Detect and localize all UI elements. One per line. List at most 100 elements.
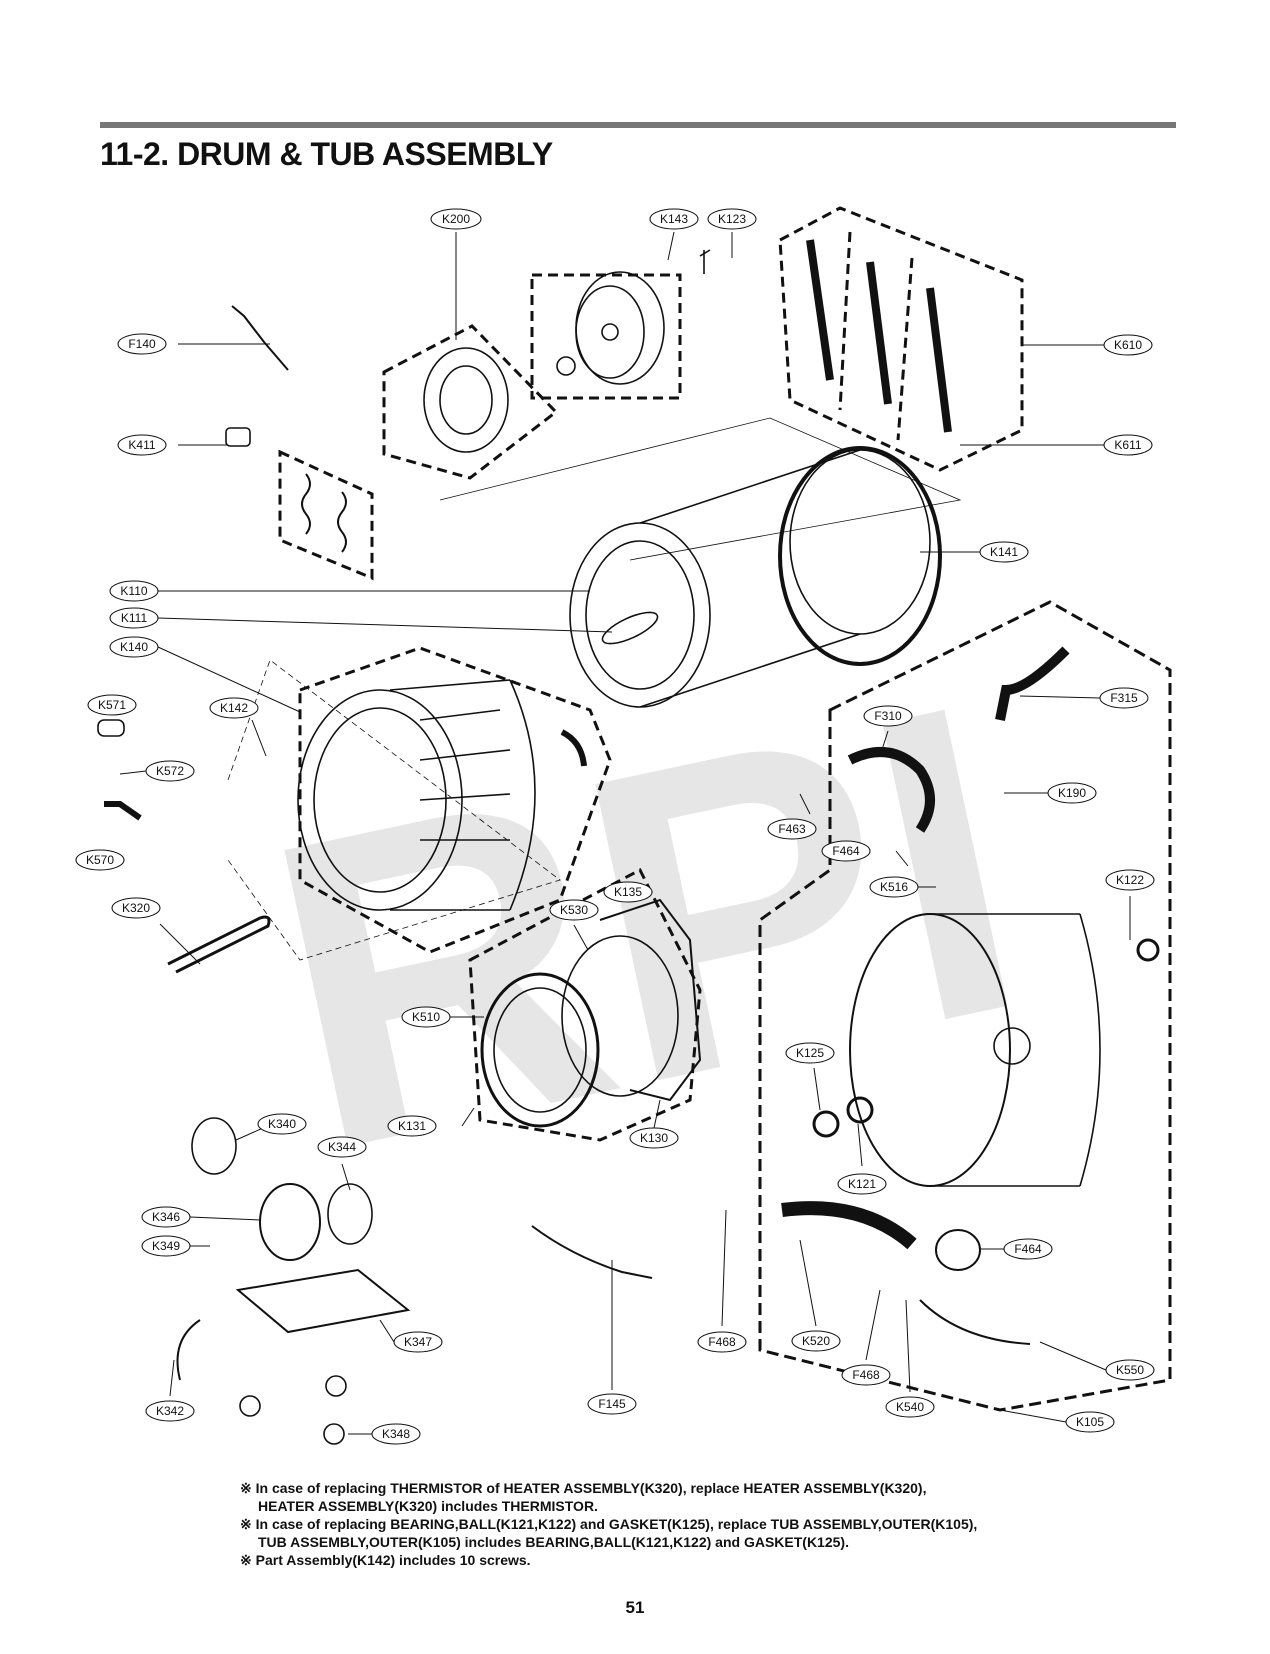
callout: F468 bbox=[697, 1331, 747, 1353]
callout: K131 bbox=[387, 1115, 437, 1137]
callout: K130 bbox=[629, 1127, 679, 1149]
callout-label: K125 bbox=[796, 1046, 824, 1060]
callout-labels: K200 K143 K123 F140 K610 K411 K611 K141 … bbox=[75, 208, 1155, 1445]
callout-label: K122 bbox=[1116, 873, 1144, 887]
callout-label: K572 bbox=[156, 764, 184, 778]
note-line: HEATER ASSEMBLY(K320) includes THERMISTO… bbox=[258, 1498, 598, 1514]
callout: K611 bbox=[1103, 434, 1153, 456]
k570-part bbox=[104, 801, 142, 821]
callout-label: K320 bbox=[122, 901, 150, 915]
callout-label: F463 bbox=[778, 822, 806, 836]
hose-f315 bbox=[995, 646, 1070, 721]
callout: F310 bbox=[863, 705, 913, 727]
callout-label: K135 bbox=[614, 885, 642, 899]
pump-base-k347 bbox=[235, 1268, 411, 1334]
callout-label: K611 bbox=[1114, 438, 1141, 452]
bracket-k135 bbox=[599, 898, 702, 1102]
tub-outer-k105 bbox=[849, 913, 1101, 1187]
callout-label: K411 bbox=[128, 438, 155, 452]
callout: K572 bbox=[145, 760, 195, 782]
callout-label: K143 bbox=[660, 212, 688, 226]
foot-k348 bbox=[239, 1395, 261, 1417]
callout-label: K110 bbox=[120, 584, 147, 598]
pump-housing-k346 bbox=[259, 1183, 321, 1261]
title-rule bbox=[100, 122, 1176, 128]
callout-label: F145 bbox=[598, 1397, 626, 1411]
pump-k340 bbox=[191, 1117, 237, 1175]
callout: K530 bbox=[549, 899, 599, 921]
callout: K540 bbox=[885, 1396, 935, 1418]
spring-group-outline bbox=[278, 449, 374, 581]
callout-label: K200 bbox=[442, 212, 470, 226]
callout: K125 bbox=[785, 1042, 835, 1064]
callout-label: F468 bbox=[708, 1335, 736, 1349]
spring bbox=[337, 491, 347, 553]
callout-label: K348 bbox=[382, 1427, 410, 1441]
note-line: ※ Part Assembly(K142) includes 10 screws… bbox=[240, 1552, 531, 1568]
tub-front-k140 bbox=[297, 679, 536, 911]
callout: K122 bbox=[1105, 869, 1155, 891]
callout-label: K610 bbox=[1114, 338, 1142, 352]
callout-label: F140 bbox=[128, 337, 156, 351]
callout: K571 bbox=[87, 694, 137, 716]
callout: K141 bbox=[979, 541, 1029, 563]
callout: K570 bbox=[75, 849, 125, 871]
callout-label: F468 bbox=[852, 1368, 880, 1382]
callout-label: K571 bbox=[98, 698, 126, 712]
page-number: 51 bbox=[625, 1598, 645, 1617]
callout: K346 bbox=[141, 1206, 191, 1228]
wire-k342 bbox=[176, 1319, 201, 1381]
k610-group-outline bbox=[778, 206, 1024, 472]
callout-label: K346 bbox=[152, 1210, 180, 1224]
callout-label: K520 bbox=[802, 1334, 830, 1348]
callout-label: K140 bbox=[120, 640, 148, 654]
callout-label: K570 bbox=[86, 853, 114, 867]
callout-label: K550 bbox=[1116, 1363, 1144, 1377]
callout: K610 bbox=[1103, 334, 1153, 356]
callout: F315 bbox=[1099, 687, 1149, 709]
callout-label: F464 bbox=[832, 844, 860, 858]
callout: F464 bbox=[1003, 1238, 1053, 1260]
callout: K320 bbox=[111, 897, 161, 919]
collar-k510 bbox=[480, 972, 600, 1128]
note-line: ※ In case of replacing THERMISTOR of HEA… bbox=[240, 1480, 927, 1496]
callout: K140 bbox=[109, 636, 159, 658]
f140-harness bbox=[231, 305, 289, 371]
callout: F464 bbox=[821, 840, 871, 862]
callout-label: K111 bbox=[121, 611, 148, 625]
callout-label: K510 bbox=[412, 1010, 440, 1024]
gasket-k141 bbox=[778, 446, 942, 666]
k571-part bbox=[97, 719, 125, 737]
callout: K516 bbox=[869, 876, 919, 898]
callout-label: K141 bbox=[990, 545, 1018, 559]
callout-label: K349 bbox=[152, 1239, 180, 1253]
callout-label: K123 bbox=[718, 212, 746, 226]
ring-k530 bbox=[561, 935, 679, 1097]
callout: K550 bbox=[1105, 1359, 1155, 1381]
callout: K348 bbox=[371, 1423, 421, 1445]
damper-k610 bbox=[806, 239, 952, 433]
k411-clip bbox=[225, 427, 251, 447]
callout: K340 bbox=[257, 1113, 307, 1135]
pump-outlet-k344 bbox=[327, 1183, 373, 1245]
notes: ※ In case of replacing THERMISTOR of HEA… bbox=[240, 1479, 977, 1569]
callout: K347 bbox=[393, 1331, 443, 1353]
clamp-f464 bbox=[935, 1229, 981, 1271]
callout: K110 bbox=[109, 580, 159, 602]
hose-f310 bbox=[847, 747, 935, 833]
callout: K344 bbox=[317, 1136, 367, 1158]
bearing-k121 bbox=[846, 1096, 874, 1124]
sensor-k550 bbox=[919, 1299, 1031, 1345]
lifter-k111 bbox=[601, 611, 659, 645]
callout: K135 bbox=[603, 881, 653, 903]
callout-label: K530 bbox=[560, 903, 588, 917]
callout: K121 bbox=[837, 1173, 887, 1195]
k200-group-outline bbox=[382, 324, 559, 480]
callout-label: K342 bbox=[156, 1404, 184, 1418]
callout: F145 bbox=[587, 1393, 637, 1415]
spring bbox=[301, 473, 311, 535]
callout-label: K540 bbox=[896, 1400, 924, 1414]
callout-label: K190 bbox=[1058, 786, 1086, 800]
hose-small bbox=[560, 729, 587, 767]
